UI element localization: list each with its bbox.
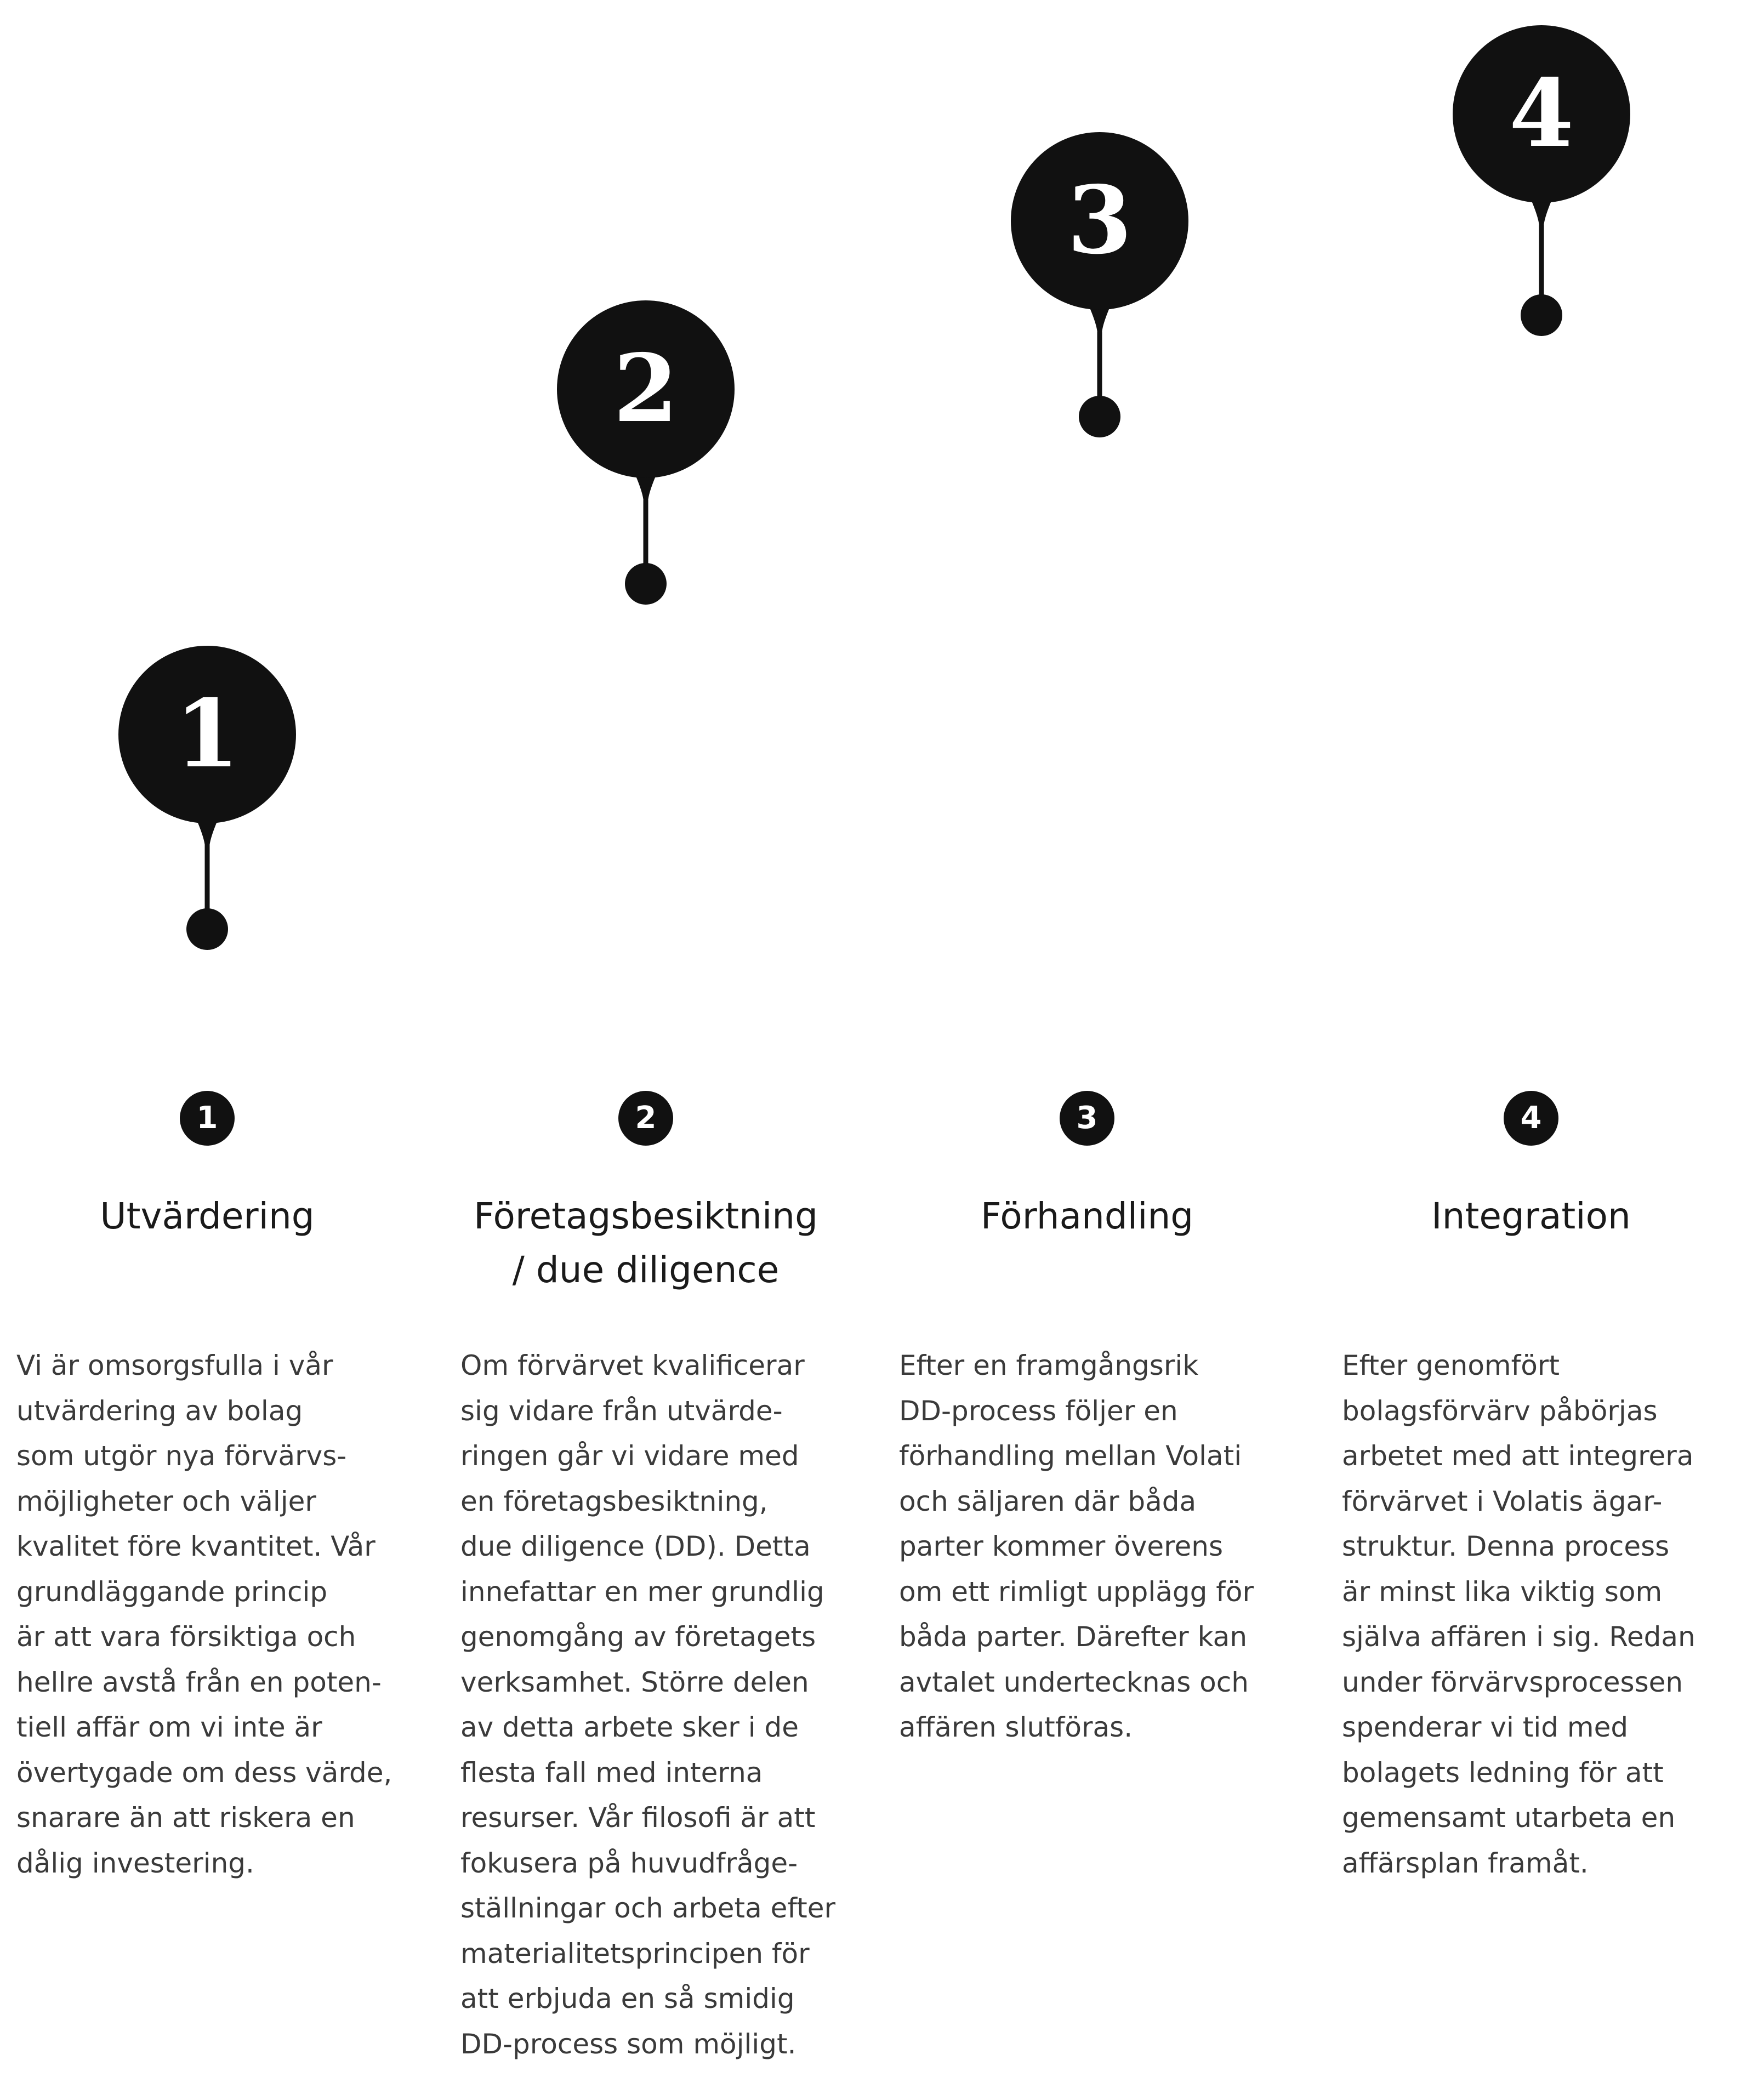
pin-2-head: [557, 300, 735, 478]
pin-4-head: [1453, 25, 1630, 203]
pin-4: 4: [1453, 25, 1630, 336]
step-4-description: Efter genomfört bolagsförvärv påbörjas a…: [1342, 1350, 1696, 1879]
pin-3-drop: [1079, 396, 1120, 437]
step-3-badge: 3: [1060, 1091, 1114, 1146]
pin-1-number: 1: [175, 679, 240, 789]
pin-4-number: 4: [1509, 59, 1574, 168]
step-1-description: Vi är omsorgsfulla i vår utvärdering av …: [16, 1350, 392, 1879]
step-1-title: Utvärdering: [100, 1195, 315, 1237]
pin-3-head: [1011, 132, 1188, 310]
step-1-badge: 1: [180, 1091, 235, 1146]
pin-1: 1: [118, 646, 296, 950]
step-4-badge: 4: [1504, 1091, 1558, 1146]
step-2-title: Företagsbesiktning / due diligence: [473, 1195, 818, 1291]
pin-1-drop: [186, 908, 228, 950]
pin-3: 3: [1011, 132, 1188, 437]
pin-2-drop: [625, 563, 667, 605]
pin-4-drop: [1521, 294, 1562, 336]
pin-1-head: [118, 646, 296, 823]
step-2-description: Om förvärvet kvalificerar sig vidare frå…: [460, 1350, 836, 2060]
step-4-title: Integration: [1431, 1195, 1631, 1237]
step-3-title: Förhandling: [980, 1195, 1194, 1237]
pin-3-number: 3: [1067, 166, 1132, 275]
pin-2-number: 2: [613, 334, 678, 443]
pin-2: 2: [557, 300, 735, 605]
step-3-description: Efter en framgångsrik DD-process följer …: [899, 1350, 1254, 1743]
step-2-badge: 2: [618, 1091, 673, 1146]
